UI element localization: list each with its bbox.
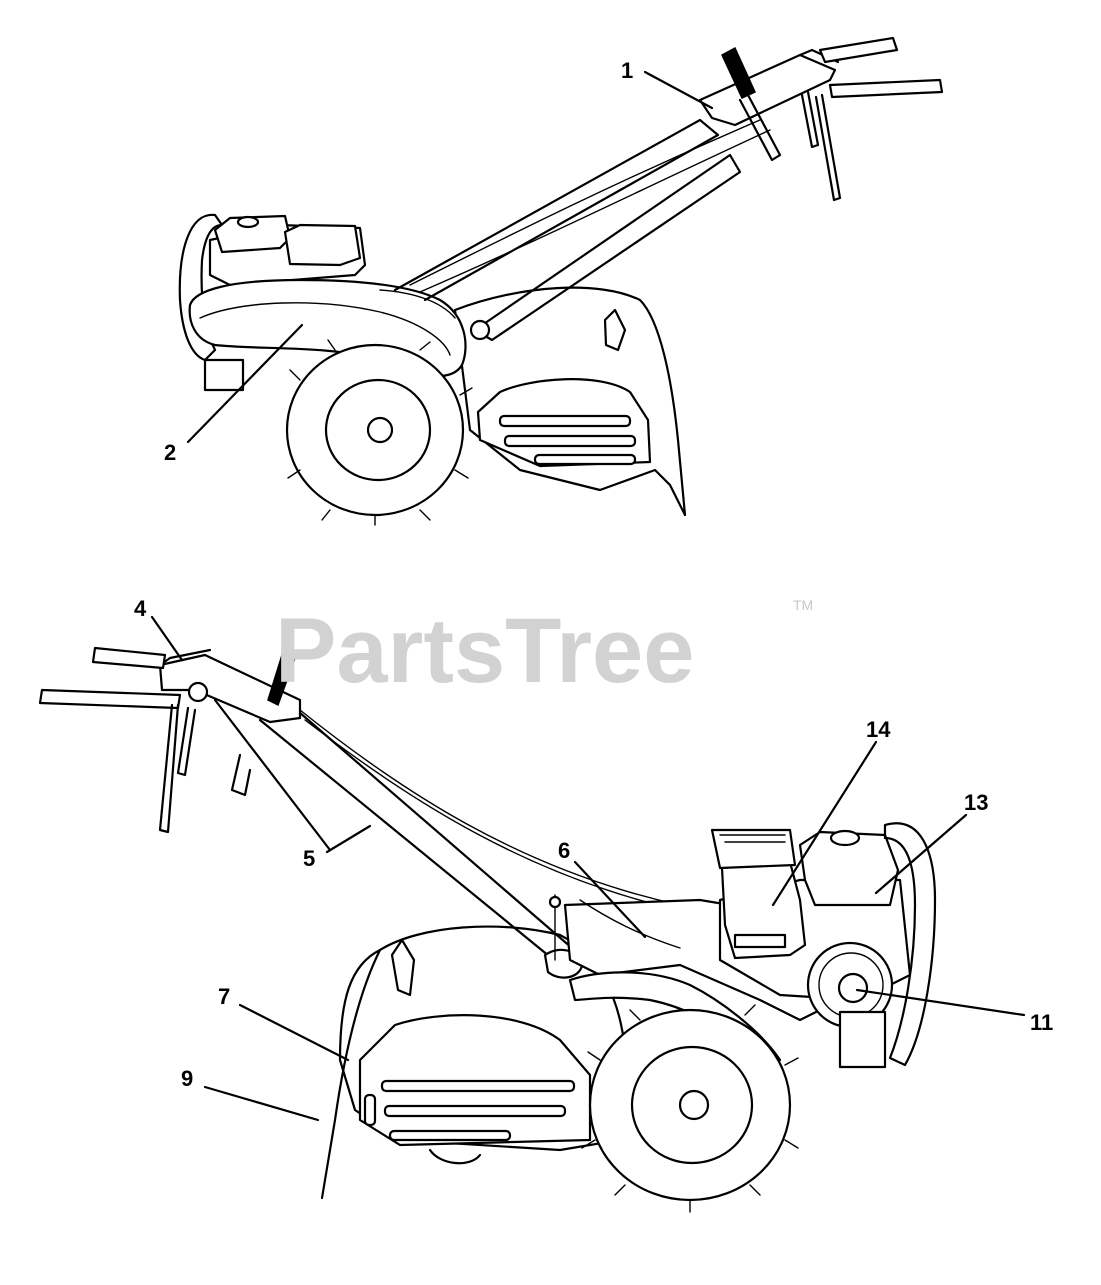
callout-2-leader [186,323,304,444]
engine-fuel-tank [798,830,900,907]
handle-grip [818,36,899,64]
air-cleaner-vents [719,834,786,843]
handle-pivot [469,319,491,341]
watermark: PartsTree TM [275,597,813,702]
fuel-cap [236,215,260,229]
watermark-trademark: TM [793,597,813,613]
callout-6-leader [573,860,647,939]
callout-13-label: 13 [964,790,988,815]
hood-flap [320,948,382,1200]
fuel-cap [829,829,861,847]
callouts: 1 2 4 5 6 7 9 11 13 14 [134,58,1053,1122]
housing-edge [379,289,456,319]
air-cleaner-base [733,933,787,949]
handle-grip [828,78,944,99]
handle-bar [258,704,582,967]
callout-11-leader [855,988,1026,1017]
callout-9-label: 9 [181,1066,193,1091]
shield-slot [498,414,632,428]
shift-lever-knob [721,46,756,99]
callout-4-label: 4 [134,596,147,621]
handle-crossbar [698,53,837,127]
tiller-top-view [178,36,944,526]
callout-11-label: 11 [1030,1010,1053,1035]
handle-grip [91,646,167,670]
frame-rod [579,899,681,949]
depth-bracket [603,308,627,352]
handle-pivot [187,681,209,703]
shield-slot [383,1104,567,1118]
handle-crossbar [158,653,302,724]
wheel-fender [568,971,782,1072]
control-lever [176,706,197,777]
control-lever [158,703,180,834]
control-cable [299,709,681,906]
control-lever [814,93,842,202]
front-bumper [883,822,937,1067]
shift-lever-rod [738,93,782,162]
shield-slot [533,453,637,466]
callout-1-label: 1 [621,58,633,83]
callout-2-label: 2 [164,440,176,465]
depth-bracket [390,938,416,997]
callout-9-leader [203,1085,320,1122]
lever-bracket [230,753,252,797]
callout-13-leader [874,813,968,895]
callout-1-leader [643,70,714,110]
air-cleaner-cover [710,828,797,870]
callout-5-label: 5 [303,846,315,871]
tiller-bottom-view [38,646,937,1213]
watermark-text: PartsTree [275,600,694,702]
callout-14-leader [771,740,878,907]
handle-bar [393,118,720,302]
housing-edge [199,302,451,356]
control-cable [409,119,761,286]
hitch-bracket [838,1010,887,1069]
callout-6-label: 6 [558,838,570,863]
recoil-starter-hub [837,972,869,1004]
control-cable [304,719,701,916]
tire-treads [287,339,473,526]
callout-5-leader [325,824,372,854]
shield-slot [380,1079,576,1093]
tine-edge [428,1148,482,1165]
control-cable [419,129,771,293]
shift-lever-knob [267,654,296,707]
engine-air-cleaner [283,223,362,267]
shield-slot [363,1093,377,1127]
depth-lever-knob [548,895,562,909]
wheel-hub [678,1089,710,1121]
handle-bar-brace [213,698,332,852]
wheel-hub [366,416,394,444]
callout-7-label: 7 [218,984,230,1009]
tire-treads [581,1004,799,1213]
shield-slot [503,434,637,448]
hitch-bracket [203,358,245,392]
handle-grip [38,688,182,710]
callout-7-leader [238,1003,350,1062]
callout-4-leader [150,615,184,662]
shield-slot [388,1129,512,1142]
control-lever [800,90,820,149]
callout-14-label: 14 [866,717,891,742]
